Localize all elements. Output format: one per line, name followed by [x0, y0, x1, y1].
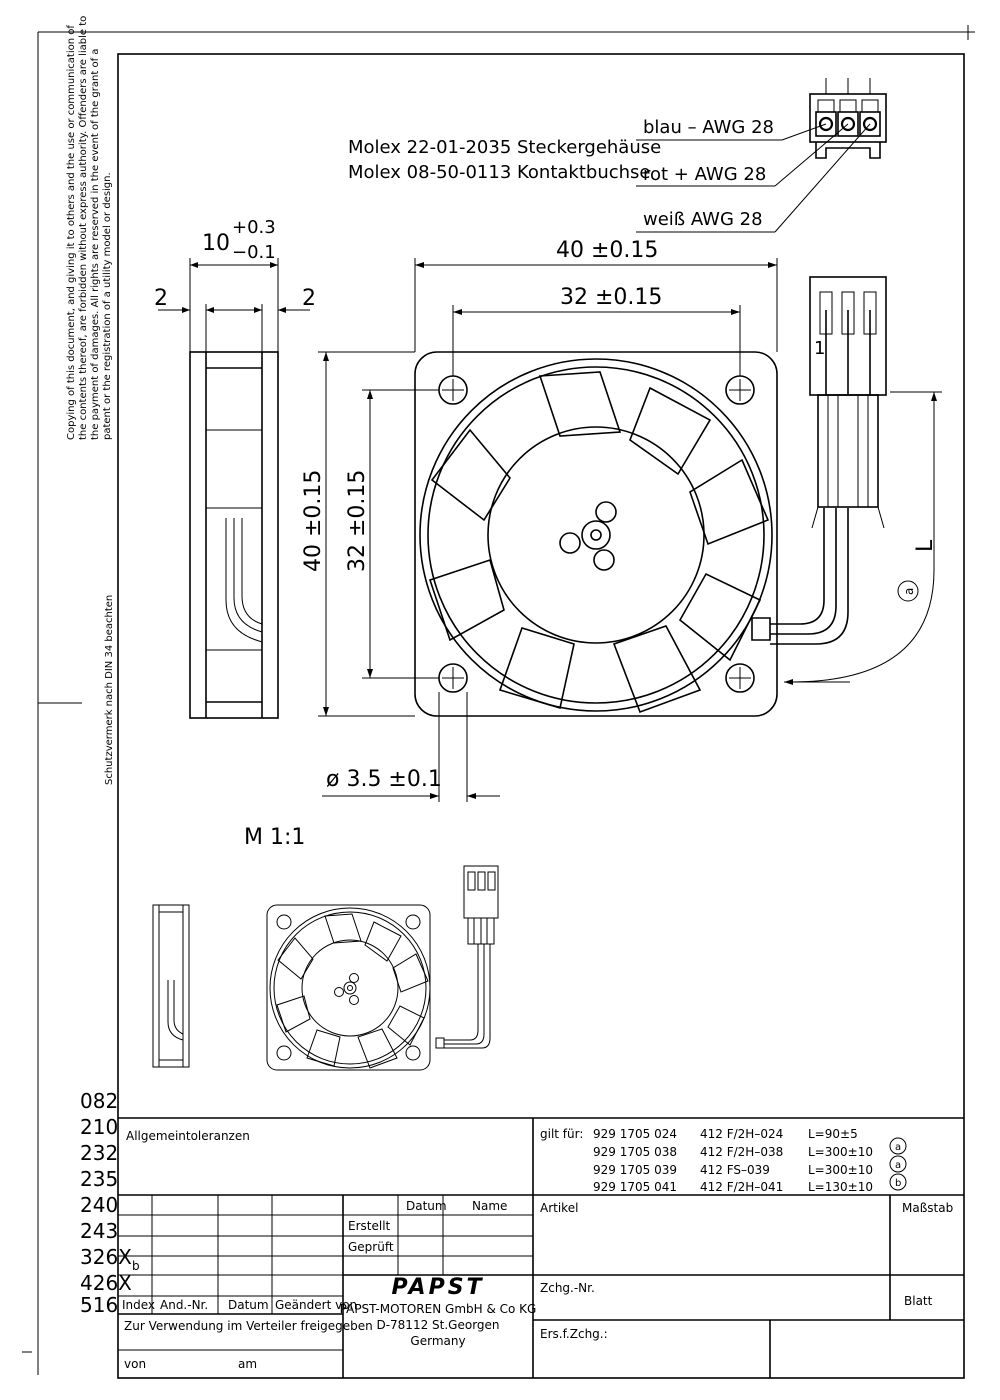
company-address: D-78112 St.Georgen	[376, 1318, 499, 1332]
connector-side-view	[809, 276, 887, 529]
connector-housing-label: Molex 22-01-2035 Steckergehäuse	[348, 137, 661, 158]
copyright-line-4: patent or the registration of a utility …	[102, 172, 113, 440]
fan-side-view	[158, 258, 310, 719]
variant-list: 929 1705 024 412 F/2H–024 L=90±5 929 170…	[593, 1127, 901, 1194]
revision-number: 326X	[80, 1245, 132, 1269]
title-block	[118, 1117, 964, 1378]
replaces-drawing-label: Ers.f.Zchg.:	[540, 1327, 608, 1341]
article-label: Artikel	[540, 1201, 578, 1215]
variant-number: 929 1705 039	[593, 1163, 677, 1177]
connector-contact-label: Molex 08-50-0113 Kontaktbuchse	[348, 162, 651, 183]
wire-red-label: rot + AWG 28	[643, 164, 766, 185]
variant-length: L=300±10	[808, 1163, 873, 1177]
dim-side-width: 10	[202, 231, 230, 256]
general-tolerances-label: Allgemeintoleranzen	[126, 1129, 250, 1143]
revision-number: 240	[80, 1193, 118, 1217]
dim-cable-length: L	[913, 539, 938, 552]
connector-housing	[809, 78, 887, 159]
copyright-notice: Copying of this document, and giving it …	[66, 16, 113, 440]
dim-hole-spacing-vertical: 32 ±0.15	[345, 470, 370, 572]
copyright-line-2: the contents thereof, are forbidden with…	[78, 16, 89, 440]
variant-length: L=300±10	[808, 1145, 873, 1159]
copyright-line-1: Copying of this document, and giving it …	[66, 25, 77, 440]
release-by-label: von	[124, 1357, 146, 1371]
small-side-view	[152, 904, 190, 1068]
small-front-view	[266, 865, 499, 1071]
wire-white-label: weiß AWG 28	[643, 209, 763, 230]
variant-number: 929 1705 024	[593, 1127, 677, 1141]
revision-number: 210	[80, 1115, 118, 1139]
front-view-dimensions	[318, 258, 942, 802]
wire-blue-label: blau – AWG 28	[643, 117, 774, 138]
variant-note: a	[895, 1160, 901, 1171]
variant-number: 929 1705 038	[593, 1145, 677, 1159]
dim-outer-width: 40 ±0.15	[556, 238, 658, 263]
revision-number: 082	[80, 1089, 118, 1113]
variant-note: a	[895, 1142, 901, 1153]
name-header: Name	[472, 1199, 507, 1213]
dim-side-right: 2	[302, 286, 316, 311]
variant-type: 412 F/2H–038	[700, 1145, 783, 1159]
change-number-header: And.-Nr.	[160, 1298, 208, 1312]
revision-number: 243	[80, 1219, 118, 1243]
sheet-frame	[22, 25, 975, 1379]
changed-by-header: Geändert von	[275, 1298, 357, 1312]
variant-type: 412 F/2H–041	[700, 1180, 783, 1194]
revision-b-label: b	[132, 1259, 140, 1273]
checked-label: Geprüft	[348, 1240, 394, 1254]
svg-text:Schutzvermerk nach DIN 34 beac: Schutzvermerk nach DIN 34 beachten	[104, 595, 115, 785]
revision-number: 232	[80, 1141, 118, 1165]
variant-number: 929 1705 041	[593, 1180, 677, 1194]
copyright-line-3: the payment of damages. All rights are r…	[90, 49, 101, 440]
company-name: PAPST-MOTOREN GmbH & Co KG	[340, 1302, 537, 1316]
company-logo: PAPST	[391, 1275, 484, 1300]
dim-hole-spacing: 32 ±0.15	[560, 285, 662, 310]
dim-tol-plus: +0.3	[232, 217, 276, 238]
created-label: Erstellt	[348, 1219, 391, 1233]
valid-for-label: gilt für:	[540, 1127, 583, 1141]
variant-length: L=90±5	[808, 1127, 858, 1141]
note-a-circle	[897, 580, 919, 602]
scale-label: M 1:1	[244, 825, 305, 850]
scale-field-label: Maßstab	[902, 1201, 953, 1215]
variant-type: 412 FS–039	[700, 1163, 770, 1177]
sheet-label: Blatt	[904, 1294, 933, 1308]
datum-header: Datum	[406, 1199, 447, 1213]
fan-front-view	[414, 351, 849, 717]
variant-length: L=130±10	[808, 1180, 873, 1194]
protection-note: Schutzvermerk nach DIN 34 beachten	[104, 595, 115, 785]
revision-number: 516	[80, 1293, 118, 1317]
release-label: Zur Verwendung im Verteiler freigegeben	[124, 1319, 373, 1333]
release-date-label: am	[238, 1357, 257, 1371]
dim-outer-height: 40 ±0.15	[301, 470, 326, 572]
change-date-header: Datum	[228, 1298, 269, 1312]
dim-hole-diameter: ø 3.5 ±0.1	[326, 767, 442, 792]
index-header: Index	[122, 1298, 155, 1312]
note-a-label: a	[902, 588, 916, 595]
drawing-number-label: Zchg.-Nr.	[540, 1281, 595, 1295]
revision-number: 235	[80, 1167, 118, 1191]
company-country: Germany	[410, 1334, 465, 1348]
dim-side-left: 2	[154, 286, 168, 311]
connector-pin1-label: 1	[814, 338, 825, 359]
fan-blades	[428, 371, 770, 714]
revision-numbers: 082 210 232 235 240 243 326X 426X 516	[80, 1089, 132, 1317]
variant-type: 412 F/2H–024	[700, 1127, 783, 1141]
dim-tol-minus: −0.1	[232, 242, 276, 263]
variant-note: b	[895, 1178, 901, 1189]
wire-callouts: blau – AWG 28 rot + AWG 28 weiß AWG 28	[636, 117, 871, 233]
